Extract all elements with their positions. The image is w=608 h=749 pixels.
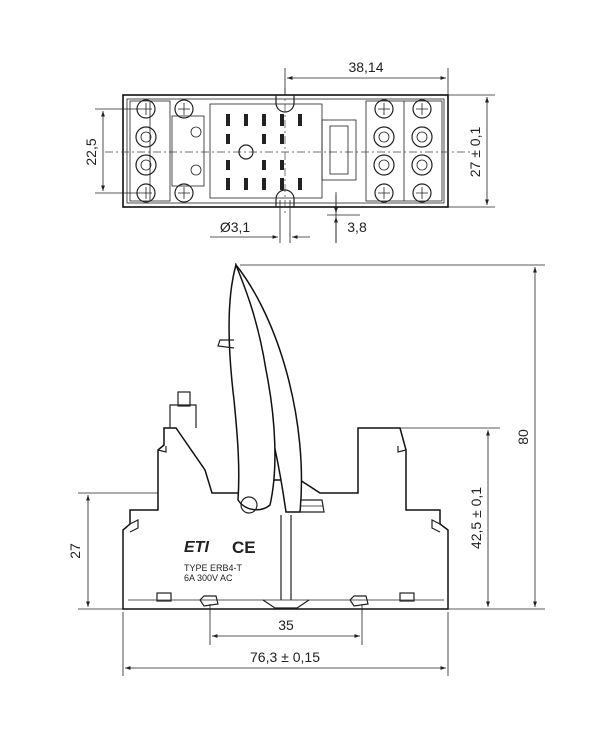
left-terminal-block: [129, 99, 205, 203]
base-slot-right: [399, 592, 415, 602]
test-pin: [177, 391, 191, 407]
side-view: ETI CE TYPE ERB4-T 6A 300V AC 80 42,5 ± …: [67, 262, 545, 676]
dim-pitch-vertical-label: 22,5: [83, 138, 99, 165]
dim-pitch-vertical: 22,5: [83, 108, 140, 194]
dim-depth: 27 ± 0,1: [448, 94, 495, 208]
dim-width-half: 38,14: [284, 59, 449, 95]
ce-mark: CE: [232, 538, 256, 557]
dim-height-socket-label: 42,5 ± 0,1: [468, 487, 484, 549]
brand-logo: ETI: [184, 539, 209, 556]
right-terminal-block: [365, 99, 443, 203]
dim-mount-pitch: 35: [209, 604, 363, 645]
type-label: TYPE ERB4-T: [184, 563, 243, 573]
dim-hole-diameter: Ø3,1: [210, 200, 310, 243]
rating-label: 6A 300V AC: [184, 573, 233, 583]
top-view: 38,14 22,5 27 ± 0,1 Ø3,1: [83, 59, 495, 243]
dim-hole-diameter-label: Ø3,1: [220, 219, 251, 235]
dim-length-total: 76,3 ± 0,15: [122, 612, 449, 676]
dim-height-total-label: 80: [515, 429, 531, 445]
top-view-outline: [122, 94, 449, 208]
dim-offset-label: 3,8: [347, 219, 367, 235]
base-slot-left: [156, 592, 172, 602]
dim-height-base-label: 27: [67, 543, 83, 559]
dim-height-base: 27: [67, 492, 158, 610]
dim-height-total: 80: [240, 264, 545, 610]
dim-width-half-label: 38,14: [348, 59, 383, 75]
dim-height-socket: 42,5 ± 0,1: [400, 427, 500, 607]
dim-length-total-label: 76,3 ± 0,15: [250, 649, 320, 665]
dim-offset: 3,8: [327, 192, 367, 243]
relay-socket-pins: [209, 103, 357, 199]
dim-mount-pitch-label: 35: [278, 617, 294, 633]
dim-depth-label: 27 ± 0,1: [467, 127, 483, 178]
